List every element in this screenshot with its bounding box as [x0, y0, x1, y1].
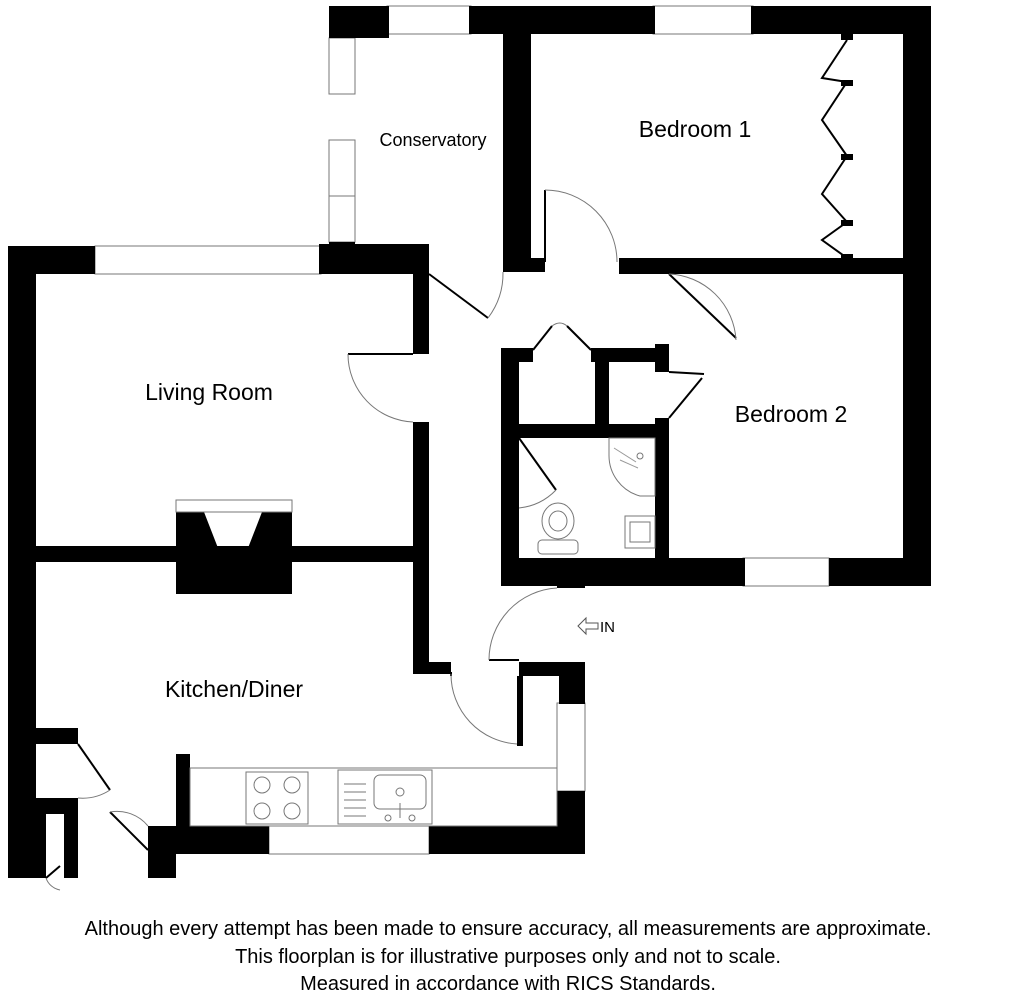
disclaimer-line-2: This floorplan is for illustrative purpo… [235, 946, 781, 968]
window-bedroom2-bottom [742, 557, 830, 587]
window-kitchen-bottom [268, 825, 430, 855]
bedroom-2-label: Bedroom 2 [735, 401, 848, 427]
window-conservatory-left-upper [328, 37, 356, 95]
walls [8, 6, 931, 878]
chimney-breast [176, 512, 292, 594]
window-conservatory-left-lower [328, 195, 356, 243]
hearth [175, 499, 293, 513]
window-kitchen-right [556, 702, 586, 792]
conservatory-label: Conservatory [379, 130, 486, 150]
entrance-marker: IN [577, 616, 615, 636]
disclaimer-line-1: Although every attempt has been made to … [84, 918, 932, 940]
doors [45, 34, 853, 891]
living-room-label: Living Room [145, 379, 273, 405]
window-conservatory-top [386, 5, 472, 35]
hob [245, 771, 309, 825]
bedroom-1-label: Bedroom 1 [639, 116, 752, 142]
window-conservatory-left-mid [328, 139, 356, 197]
room-labels: Conservatory Bedroom 1 Living Room Bedro… [145, 116, 847, 702]
disclaimer-line-3: Measured in accordance with RICS Standar… [300, 973, 716, 995]
window-living-top [94, 245, 322, 275]
fixtures [189, 437, 656, 827]
kitchen-diner-label: Kitchen/Diner [165, 676, 303, 702]
window-bedroom1-top [652, 5, 754, 35]
windows [94, 5, 830, 855]
wc-basin [624, 515, 656, 549]
entrance-label: IN [600, 619, 615, 636]
toilet [537, 502, 579, 555]
entrance-arrow-icon [577, 616, 599, 636]
shower-tray [608, 437, 656, 497]
kitchen-sink [337, 769, 433, 825]
